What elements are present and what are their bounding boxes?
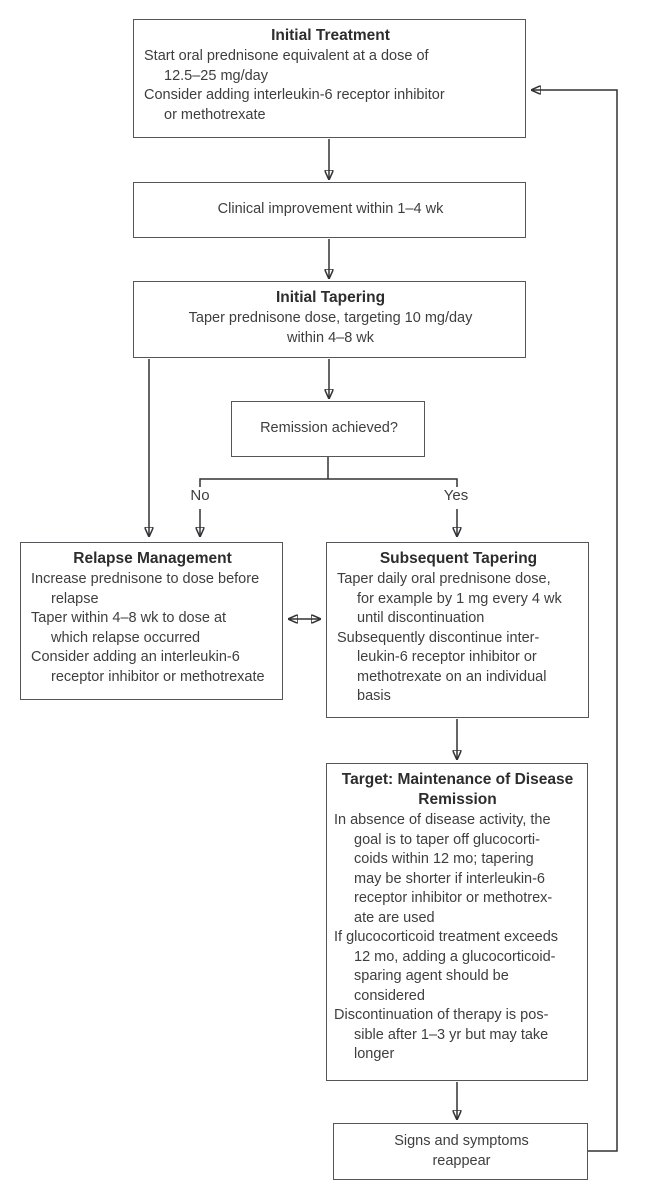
text-line: In absence of disease activity, the (334, 812, 551, 828)
text-line: methotrexate on an individual (357, 668, 547, 685)
text-line: Discontinuation of therapy is pos- (334, 1007, 549, 1023)
text-line: Start oral prednisone equivalent at a do… (144, 48, 429, 64)
text-line: 12.5–25 mg/day (164, 67, 268, 84)
text-line: receptor inhibitor or methotrexate (51, 668, 265, 685)
text-line: Taper prednisone dose, targeting 10 mg/d… (188, 310, 473, 326)
node-title: Subsequent Tapering (379, 550, 538, 567)
text-line: 12 mo, adding a glucocorticoid- (354, 948, 556, 965)
node-body: In absence of disease activity, the goal … (334, 811, 581, 1065)
text-line: basis (357, 688, 391, 704)
text-line: sible after 1–3 yr but may take (354, 1026, 549, 1043)
text-line: receptor inhibitor or methotrex- (354, 890, 553, 906)
node-body: Clinical improvement within 1–4 wk (144, 200, 517, 220)
edge-label-no: No (190, 487, 210, 504)
node-body: Start oral prednisone equivalent at a do… (144, 47, 517, 125)
node-remission-achieved: Remission achieved? (231, 401, 425, 457)
text-line: ate are used (354, 909, 435, 926)
text-line: which relapse occurred (51, 629, 201, 646)
text-line: for example by 1 mg every 4 wk (357, 590, 562, 607)
node-body: Increase prednisone to dose before relaps… (31, 570, 274, 687)
text-line: Consider adding an interleukin-6 (31, 649, 240, 665)
text-line: reappear (432, 1152, 491, 1169)
node-body: Signs and symptoms reappear (344, 1132, 579, 1171)
node-initial-treatment: Initial Treatment Start oral prednisone … (133, 19, 526, 138)
text-line: considered (354, 987, 425, 1004)
node-clinical-improvement: Clinical improvement within 1–4 wk (133, 182, 526, 238)
text-line: coids within 12 mo; tapering (354, 851, 534, 867)
text-line: relapse (51, 590, 99, 607)
text-line: Clinical improvement within 1–4 wk (217, 201, 444, 218)
node-title: Initial Treatment (271, 27, 390, 44)
text-line: Subsequently discontinue inter- (337, 629, 540, 646)
node-subsequent-tapering: Subsequent Tapering Taper daily oral pre… (326, 542, 589, 718)
node-title: Target: Maintenance of Disease Remission (341, 771, 574, 808)
text-line: Taper within 4–8 wk to dose at (31, 610, 227, 626)
text-line: Increase prednisone to dose before (31, 571, 260, 587)
node-signs-symptoms: Signs and symptoms reappear (333, 1123, 588, 1180)
node-body: Remission achieved? (242, 419, 416, 439)
text-line: until discontinuation (357, 610, 485, 626)
text-line: Consider adding interleukin-6 receptor i… (144, 87, 445, 103)
node-initial-tapering: Initial Tapering Taper prednisone dose, … (133, 281, 526, 358)
text-line: leukin-6 receptor inhibitor or (357, 649, 537, 665)
text-line: Remission achieved? (260, 420, 398, 437)
text-line: may be shorter if interleukin-6 (354, 870, 545, 887)
text-line: Taper daily oral prednisone dose, (337, 571, 551, 587)
node-body: Taper prednisone dose, targeting 10 mg/d… (144, 309, 517, 348)
branch-horizontal-line (199, 478, 458, 487)
node-target-maintenance: Target: Maintenance of Disease Remission… (326, 763, 588, 1081)
node-title: Relapse Management (73, 550, 232, 567)
text-line: sparing agent should be (354, 968, 509, 984)
edge-label-yes: Yes (443, 487, 469, 504)
text-line: Signs and symptoms (394, 1133, 529, 1149)
node-body: Taper daily oral prednisone dose, for exa… (337, 570, 580, 707)
node-title: Initial Tapering (275, 289, 386, 306)
text-line: goal is to taper off glucocorti- (354, 831, 540, 848)
text-line: longer (354, 1046, 395, 1062)
node-relapse-management: Relapse Management Increase prednisone t… (20, 542, 283, 700)
text-line: or methotrexate (164, 106, 266, 123)
text-line: within 4–8 wk (286, 329, 375, 346)
text-line: If glucocorticoid treatment exceeds (334, 929, 559, 945)
